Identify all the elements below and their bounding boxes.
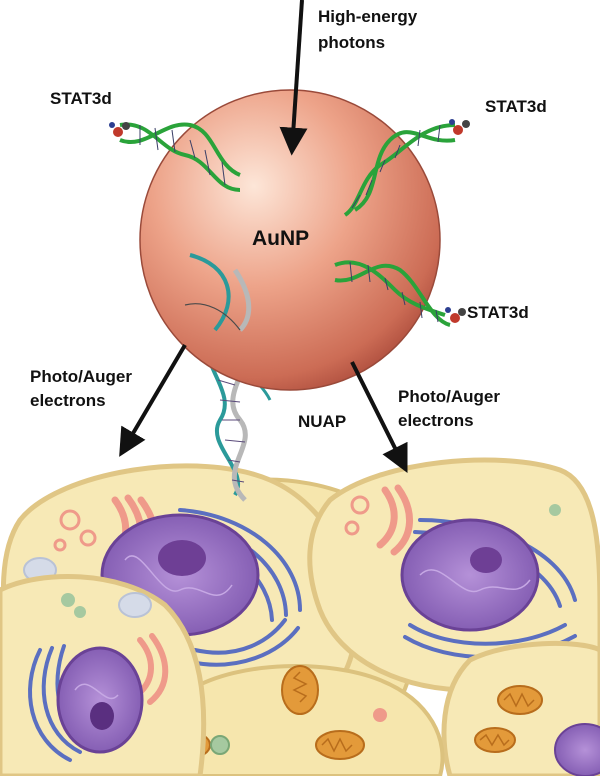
vesicle xyxy=(373,708,387,722)
nuap-strand-on-sphere xyxy=(184,253,252,332)
stat3d-label-left: STAT3d xyxy=(50,89,112,108)
vacuole xyxy=(118,592,152,618)
vesicle xyxy=(549,504,561,516)
vesicle xyxy=(79,529,97,547)
electrons-label-left-line2: electrons xyxy=(30,391,106,410)
stat3d-label-right-top: STAT3d xyxy=(485,97,547,116)
mitochondrion xyxy=(497,685,543,715)
vesicle xyxy=(61,593,75,607)
cell-top-right xyxy=(307,457,600,703)
vesicle xyxy=(74,606,86,618)
electron-arrow-right xyxy=(350,361,408,474)
vesicle xyxy=(350,495,370,515)
aunp-sphere xyxy=(139,89,441,391)
photons-label-line1: High-energy xyxy=(318,7,418,26)
photons-label-line2: photons xyxy=(318,33,385,52)
stat3d-decoy-right-bottom xyxy=(334,260,466,327)
vesicle xyxy=(59,509,81,531)
stat3d-decoy-left xyxy=(109,122,241,192)
mitochondrion xyxy=(281,665,319,715)
cell-bottom-right xyxy=(441,640,600,776)
vesicle xyxy=(210,735,230,755)
nucleolus xyxy=(158,540,206,576)
electrons-label-right-line2: electrons xyxy=(398,411,474,430)
nuap-label: NUAP xyxy=(298,412,346,431)
cell-layer xyxy=(0,457,600,776)
mitochondrion xyxy=(315,730,365,760)
nucleolus xyxy=(90,702,114,730)
aunp-label: AuNP xyxy=(252,227,309,250)
decoy-cap xyxy=(449,119,470,135)
nucleus xyxy=(554,723,600,776)
mitochondrion xyxy=(474,727,516,753)
nucleus xyxy=(400,518,540,632)
vesicle xyxy=(344,520,360,536)
decoy-cap xyxy=(109,122,130,137)
nucleus xyxy=(56,646,144,754)
stat3d-decoy-right-top xyxy=(343,119,470,217)
golgi-apparatus xyxy=(376,484,413,556)
electrons-label-right-line1: Photo/Auger xyxy=(398,387,500,406)
photon-arrow xyxy=(279,0,308,156)
vesicle xyxy=(53,538,67,552)
electrons-label-left-line1: Photo/Auger xyxy=(30,367,132,386)
electron-arrow-left xyxy=(119,343,187,457)
stat3d-label-right-bottom: STAT3d xyxy=(467,303,529,322)
decoy-cap xyxy=(445,307,466,323)
cell-bottom-left xyxy=(0,573,207,776)
nucleolus xyxy=(470,547,502,573)
